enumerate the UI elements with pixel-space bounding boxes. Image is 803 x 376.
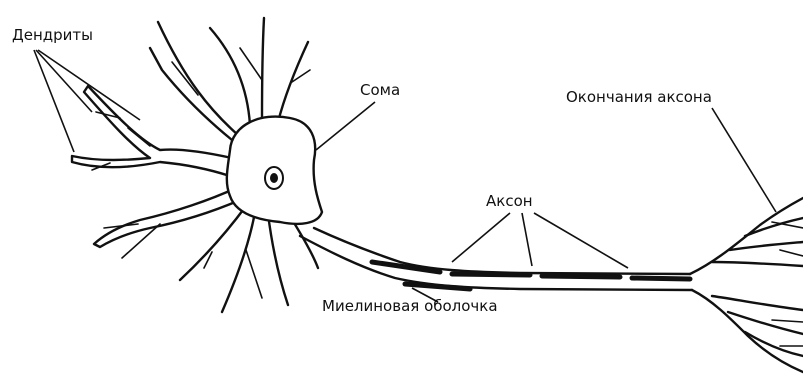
axon-upper-edge bbox=[314, 228, 690, 274]
dendrite-left-lower bbox=[94, 188, 240, 247]
terminal-lower-1 bbox=[712, 296, 803, 310]
myelin-segment-2 bbox=[452, 274, 530, 275]
dendrite-upper-left-2 bbox=[150, 48, 232, 140]
leader-axon-terminals bbox=[712, 108, 776, 212]
leader-axon-1 bbox=[452, 213, 510, 262]
dendrite-top-2 bbox=[262, 18, 264, 120]
leader-axon-2 bbox=[522, 213, 532, 266]
terminal-upper-2 bbox=[730, 242, 803, 250]
leader-dendrites-1 bbox=[34, 50, 74, 152]
terminal-lower-2 bbox=[728, 312, 803, 334]
dendrite-bottom-2-twig bbox=[246, 250, 262, 298]
label-soma: Сома bbox=[360, 81, 400, 99]
label-axon: Аксон bbox=[486, 192, 533, 210]
dendrite-upper-left-twig bbox=[172, 62, 198, 95]
axon-terminals bbox=[690, 198, 803, 372]
label-axon-terminals: Окончания аксона bbox=[566, 88, 712, 106]
terminal-lower-3 bbox=[745, 332, 803, 356]
label-dendrites: Дендриты bbox=[12, 26, 93, 44]
soma bbox=[227, 117, 322, 224]
leader-axon-3 bbox=[534, 213, 628, 268]
axon-lower-edge bbox=[300, 236, 692, 290]
dendrite-bottom-3 bbox=[268, 214, 288, 305]
nucleolus bbox=[270, 173, 278, 183]
label-myelin-sheath: Миелиновая оболочка bbox=[322, 297, 498, 315]
myelin-segment-3 bbox=[542, 276, 620, 277]
terminal-upper-3 bbox=[712, 262, 803, 266]
myelin-segment-5 bbox=[405, 284, 470, 289]
dendrite-left-main bbox=[72, 86, 232, 176]
leader-soma bbox=[316, 102, 375, 150]
terminal-upper-twig-2 bbox=[780, 250, 803, 256]
terminal-lower-twig-1 bbox=[772, 320, 803, 322]
axon bbox=[300, 228, 692, 290]
dendrite-top-2-twig bbox=[240, 48, 262, 80]
myelin-segment-4 bbox=[632, 278, 690, 279]
dendrite-top-1 bbox=[210, 28, 250, 125]
